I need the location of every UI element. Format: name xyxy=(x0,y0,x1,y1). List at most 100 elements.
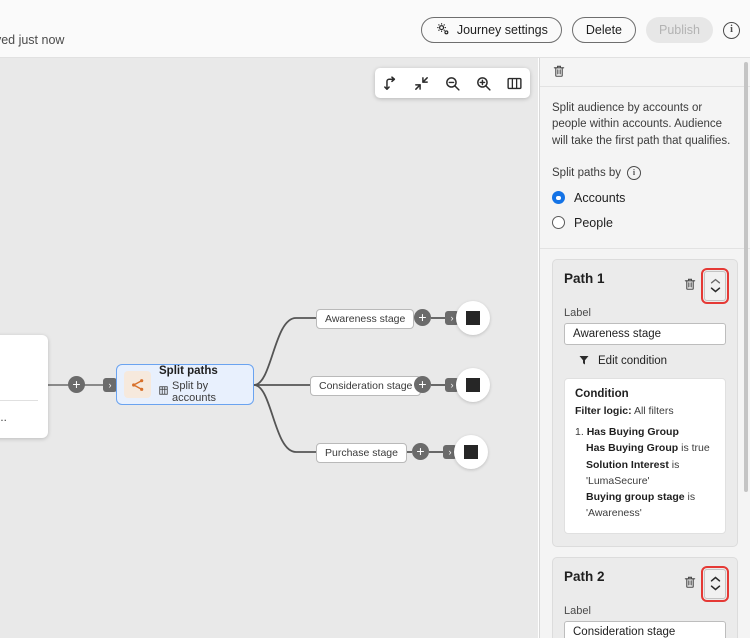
edge-stub-incoming[interactable]: › xyxy=(103,378,117,392)
panel-body: Split audience by accounts or people wit… xyxy=(540,100,750,638)
panel-description: Split audience by accounts or people wit… xyxy=(552,102,731,147)
chevron-up-icon xyxy=(710,279,720,284)
chevron-right-icon: › xyxy=(450,379,454,390)
path-1-condition-row-field: Has Buying Group xyxy=(586,442,679,455)
split-icon xyxy=(124,371,151,398)
edge-stub-purchase[interactable]: › xyxy=(443,445,457,459)
panel-scrollbar-track[interactable] xyxy=(742,58,750,638)
edge-stub-consideration[interactable]: › xyxy=(445,378,459,392)
path-2-delete-icon[interactable] xyxy=(683,575,697,592)
plus-glyph: + xyxy=(418,308,427,325)
add-step-button-purchase[interactable]: + xyxy=(412,443,429,460)
stop-square-icon xyxy=(464,445,478,459)
split-paths-by-label: Split paths by xyxy=(552,166,622,179)
add-step-button-awareness[interactable]: + xyxy=(414,309,431,326)
path-1-condition-row-field: Solution Interest xyxy=(586,458,669,471)
path-1-edit-condition-button[interactable]: Edit condition xyxy=(564,354,726,369)
add-step-button-incoming[interactable]: + xyxy=(68,376,85,393)
split-paths-by-label-row: Split paths by i xyxy=(552,165,738,180)
end-node-consideration[interactable] xyxy=(456,368,490,402)
split-node-title: Split paths xyxy=(159,365,218,378)
info-glyph: i xyxy=(730,24,733,35)
plus-glyph: + xyxy=(418,375,427,392)
edge-stub-awareness[interactable]: › xyxy=(445,311,459,325)
journey-settings-label: Journey settings xyxy=(456,23,548,37)
path-1-condition-row: Solution Interest is 'LumaSecure' xyxy=(575,457,715,490)
previous-node-card[interactable]: ring ent umaSec... xyxy=(0,335,48,438)
path-1-edit-condition-label: Edit condition xyxy=(598,355,668,368)
path-1-filter-logic: Filter logic: All filters xyxy=(575,405,715,417)
panel-header xyxy=(540,58,750,87)
path-1-condition-row: Buying group stage is 'Awareness' xyxy=(575,489,715,522)
path-1-label-input[interactable]: Awareness stage xyxy=(564,322,726,345)
split-paths-by-info-icon[interactable]: i xyxy=(627,165,642,180)
collapse-icon[interactable] xyxy=(413,75,430,92)
minimap-icon[interactable] xyxy=(506,75,523,92)
radio-people-label: People xyxy=(574,215,613,230)
publish-button[interactable]: Publish xyxy=(646,17,713,43)
panel-scrollbar-thumb[interactable] xyxy=(744,62,748,492)
path-1-condition-box: Condition Filter logic: All filters 1. H… xyxy=(564,377,726,534)
split-node-subtitle-row: Split by accounts xyxy=(159,380,246,404)
branch-chip-awareness[interactable]: Awareness stage xyxy=(316,309,415,329)
stop-square-icon xyxy=(466,311,480,325)
zoom-out-icon[interactable] xyxy=(444,75,461,92)
split-node-subtitle: Split by accounts xyxy=(172,379,217,404)
end-node-awareness[interactable] xyxy=(456,301,490,335)
top-toolbar-actions: Journey settings Delete Publish i xyxy=(420,17,740,43)
zoom-in-icon[interactable] xyxy=(475,75,492,92)
path-card-2: Path 2 xyxy=(552,556,738,638)
chevron-right-icon: › xyxy=(108,379,112,390)
trash-icon[interactable] xyxy=(552,64,566,81)
publish-label: Publish xyxy=(659,23,700,37)
plus-glyph: + xyxy=(72,375,81,392)
path-card-1: Path 1 xyxy=(552,258,738,547)
previous-node-title: ring xyxy=(0,346,38,360)
path-1-reorder-control[interactable] xyxy=(701,267,729,304)
split-node-text: Split paths Split by accounts xyxy=(159,365,246,404)
radio-option-accounts[interactable]: Accounts xyxy=(552,191,738,205)
path-2-reorder-control[interactable] xyxy=(701,565,729,602)
chevron-up-icon xyxy=(710,576,720,582)
journey-settings-button[interactable]: Journey settings xyxy=(420,17,562,43)
path-1-filter-logic-label: Filter logic: xyxy=(575,404,632,417)
path-2-title: Path 2 xyxy=(564,568,605,584)
end-node-purchase[interactable] xyxy=(454,435,488,469)
radio-option-people[interactable]: People xyxy=(552,216,738,230)
gear-icon xyxy=(435,21,450,39)
path-1-condition-list: 1. Has Buying Group Has Buying Group is … xyxy=(575,424,715,522)
path-2-label-input[interactable]: Consideration stage xyxy=(564,620,726,638)
saved-status-text: aved just now xyxy=(0,33,65,47)
path-1-condition-row-rest: is true xyxy=(681,442,710,455)
path-1-condition-row-field: Buying group stage xyxy=(586,491,685,504)
delete-button[interactable]: Delete xyxy=(571,17,636,43)
journey-canvas[interactable]: ring ent umaSec... + › Split paths xyxy=(0,58,538,638)
stop-square-icon xyxy=(466,378,480,392)
plus-glyph: + xyxy=(416,442,425,459)
panel-divider xyxy=(540,247,750,249)
add-step-button-consideration[interactable]: + xyxy=(414,376,431,393)
path-1-condition-item-head: 1. Has Buying Group xyxy=(575,424,715,440)
path-1-condition-row: Has Buying Group is true xyxy=(575,440,715,456)
radio-accounts-label: Accounts xyxy=(574,190,626,205)
branch-chip-purchase[interactable]: Purchase stage xyxy=(316,443,407,463)
branch-chip-consideration[interactable]: Consideration stage xyxy=(310,376,422,396)
previous-node-subtitle: ent xyxy=(0,378,38,390)
path-1-header: Path 1 xyxy=(564,267,729,304)
grid-icon xyxy=(159,386,168,398)
path-2-tools xyxy=(683,565,729,602)
path-1-filter-logic-value: All filters xyxy=(633,404,674,417)
path-1-delete-icon[interactable] xyxy=(683,277,697,294)
split-paths-node[interactable]: Split paths Split by accounts xyxy=(116,364,254,405)
reroute-icon[interactable] xyxy=(382,75,399,92)
connector-lines xyxy=(48,317,450,453)
previous-node-detail: umaSec... xyxy=(0,412,7,424)
path-2-label-caption: Label xyxy=(564,604,591,617)
path-1-condition-item-title: Has Buying Group xyxy=(586,425,679,438)
path-1-tools xyxy=(683,267,729,304)
properties-panel: Split audience by accounts or people wit… xyxy=(539,58,750,638)
path-1-title: Path 1 xyxy=(564,270,605,286)
chevron-right-icon: › xyxy=(450,312,454,323)
info-glyph: i xyxy=(632,167,636,177)
info-icon[interactable]: i xyxy=(723,21,740,39)
